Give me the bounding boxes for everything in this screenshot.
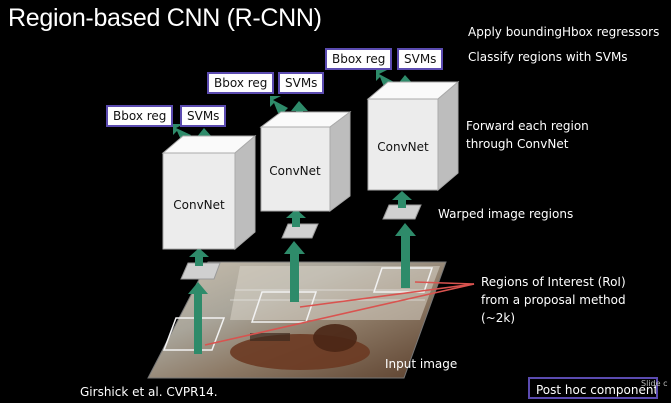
arrow-image-to-patch-1 <box>188 282 208 354</box>
note-classify-svms: Classify regions with SVMs <box>468 50 628 64</box>
warped-regions-label: Warped image regions <box>438 207 574 221</box>
convnet-label-2: ConvNet <box>269 164 321 178</box>
warped-patch-2 <box>281 223 319 239</box>
bbox-reg-tag-2: Bbox reg <box>207 72 275 94</box>
roi-note-line3: (~2k) <box>481 311 516 325</box>
note-bbox-regressors: Apply boundingHbox regressors <box>468 25 660 39</box>
roi-pointer-lines <box>204 281 475 346</box>
convnet-cube-1: ConvNet <box>161 134 257 251</box>
forward-note-line1: Forward each region <box>466 119 589 133</box>
svms-tag-3: SVMs <box>397 48 444 70</box>
convnet-cube-3: ConvNet <box>366 80 460 192</box>
convnet-label-3: ConvNet <box>377 140 429 154</box>
roi-note-line1: Regions of Interest (RoI) <box>481 275 626 289</box>
arrow-patch-to-convnet-3 <box>392 191 412 208</box>
slide-credit: Slide c <box>641 379 668 388</box>
roi-note: Regions of Interest (RoI) from a proposa… <box>481 273 626 327</box>
input-image <box>147 261 447 379</box>
forward-note-line2: through ConvNet <box>466 137 569 151</box>
citation: Girshick et al. CVPR14. <box>80 385 218 399</box>
warped-patch-1 <box>180 262 221 280</box>
convnet-cube-2: ConvNet <box>259 111 352 212</box>
arrow-patch-to-convnet-1 <box>189 248 209 266</box>
post-hoc-legend: Post hoc component <box>528 377 658 399</box>
roi-box-1 <box>162 317 226 351</box>
bbox-reg-tag-1: Bbox reg <box>106 105 174 127</box>
roi-note-line2: from a proposal method <box>481 293 626 307</box>
warped-patches <box>180 204 422 280</box>
arrow-convnet-to-bbox-2 <box>270 96 288 113</box>
slide-title: Region-based CNN (R-CNN) <box>8 4 322 32</box>
input-image-label: Input image <box>385 357 458 371</box>
bbox-reg-tag-3: Bbox reg <box>325 48 393 70</box>
forward-note: Forward each region through ConvNet <box>466 117 589 153</box>
arrow-image-to-patch-2 <box>284 241 305 302</box>
roi-box-3 <box>372 267 434 293</box>
arrow-patch-to-convnet-2 <box>286 209 306 227</box>
top-notes: Apply boundingHbox regressors Classify r… <box>468 23 659 66</box>
warped-patch-3 <box>382 204 422 220</box>
arrow-image-to-patch-3 <box>395 223 416 288</box>
convnet-label-1: ConvNet <box>173 198 225 212</box>
svms-tag-2: SVMs <box>278 72 325 94</box>
svms-tag-1: SVMs <box>180 105 227 127</box>
